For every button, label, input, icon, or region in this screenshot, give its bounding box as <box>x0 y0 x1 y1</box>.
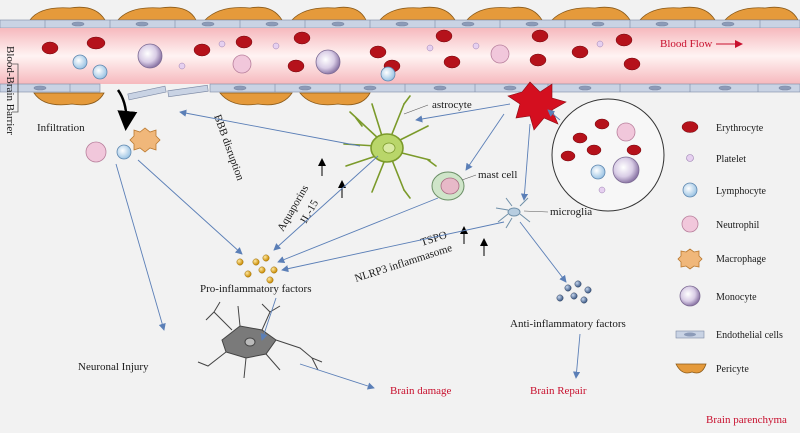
pericyte-row-top <box>29 6 799 21</box>
astrocyte-cell <box>343 95 437 199</box>
nlrp3-label: NLRP3 inflammasome <box>353 242 454 285</box>
svg-text:Endothelial cells: Endothelial cells <box>716 330 783 341</box>
legend-item-platelet: Platelet <box>686 154 746 165</box>
legend: Erythrocyte Platelet Lymphocyte Neutroph… <box>675 121 783 375</box>
pathway-arrows <box>115 103 581 390</box>
infiltration-label: Infiltration <box>37 122 85 134</box>
bbb-label: Blood-Brain Barrier <box>4 46 16 135</box>
blood-cells-cluster <box>551 98 665 212</box>
erythrocyte-icon <box>681 121 699 133</box>
erythrocytes-in-vessel <box>41 29 641 73</box>
svg-text:Macrophage: Macrophage <box>716 254 767 265</box>
macrophage-icon <box>677 248 703 270</box>
legend-item-pericyte: Pericyte <box>675 363 749 375</box>
blood-vessel: Blood Flow <box>0 0 800 106</box>
neuron-cell <box>197 301 323 379</box>
brain-parenchyma-label: Brain parenchyma <box>706 414 787 426</box>
legend-item-monocyte: Monocyte <box>679 285 757 307</box>
svg-text:Monocyte: Monocyte <box>716 292 757 303</box>
bbb-bracket: Blood-Brain Barrier <box>4 46 19 135</box>
pro-inflammatory-label: Pro-inflammatory factors <box>200 283 312 295</box>
anti-inflammatory-factors <box>556 280 592 304</box>
increase-arrows <box>318 158 488 256</box>
legend-item-macrophage: Macrophage <box>677 248 767 270</box>
blood-flow-label: Blood Flow <box>660 38 712 50</box>
legend-item-lymphocyte: Lymphocyte <box>682 182 767 198</box>
legend-item-neutrophil: Neutrophil <box>681 215 760 233</box>
mast-cell <box>431 171 465 201</box>
pericyte-icon <box>675 363 707 374</box>
lymphocyte-icon <box>682 182 698 198</box>
pro-inflammatory-factors <box>236 254 278 284</box>
neutrophil-icon <box>681 215 699 233</box>
brain-repair-label: Brain Repair <box>530 385 587 397</box>
svg-text:Pericyte: Pericyte <box>716 364 749 375</box>
legend-item-erythrocyte: Erythrocyte <box>681 121 764 134</box>
mast-cell-label: mast cell <box>478 169 517 181</box>
pericyte-row-bottom <box>33 92 371 106</box>
microglia-cell <box>495 197 531 229</box>
svg-text:Lymphocyte: Lymphocyte <box>716 186 767 197</box>
anti-inflammatory-label: Anti-inflammatory factors <box>510 318 626 330</box>
legend-item-endothelial: Endothelial cells <box>675 330 783 341</box>
injury-burst-icon <box>507 81 567 131</box>
brain-damage-label: Brain damage <box>390 385 452 397</box>
leukocytes-in-vessel <box>72 40 604 82</box>
platelet-icon <box>686 154 694 162</box>
bbb-endothelium-bottom <box>0 83 800 101</box>
svg-text:Neutrophil: Neutrophil <box>716 220 760 231</box>
neuronal-injury-label: Neuronal Injury <box>78 361 149 373</box>
astrocyte-label: astrocyte <box>432 99 472 111</box>
monocyte-icon <box>679 285 701 307</box>
microglia-label: microglia <box>550 206 592 218</box>
infiltration-arrow <box>116 89 138 131</box>
endothelial-cell-icon <box>675 330 705 339</box>
svg-text:Erythrocyte: Erythrocyte <box>716 123 764 134</box>
svg-text:Platelet: Platelet <box>716 154 746 165</box>
infiltrating-cells <box>85 127 161 163</box>
